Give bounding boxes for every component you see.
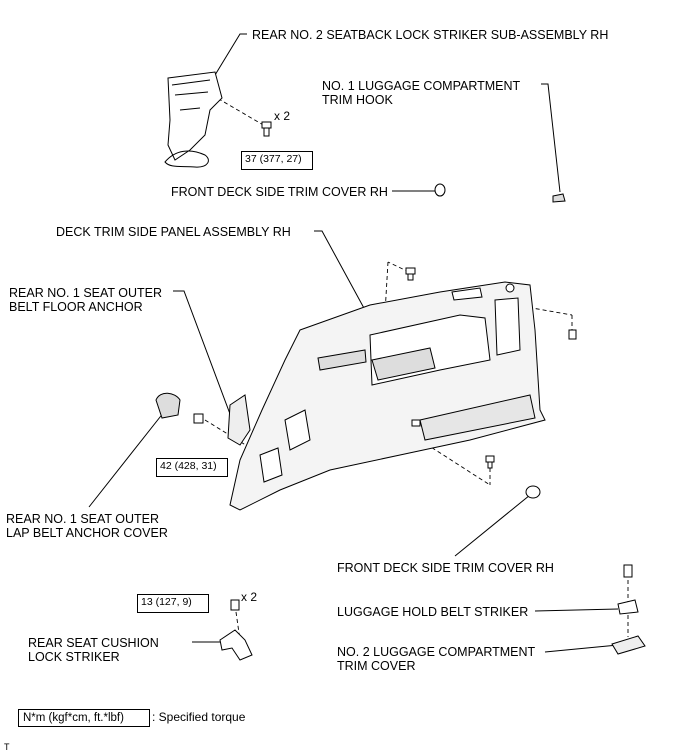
belt-floor-anchor-part [227, 394, 251, 446]
lap-belt-anchor-cover-part [155, 392, 181, 419]
cushion-lock-striker-part [219, 629, 253, 661]
trim-cover2-part [611, 635, 646, 655]
leader-belt-striker [534, 608, 619, 612]
leader-trim-cover2 [544, 644, 619, 653]
label-belt-anchor-line1: REAR NO. 1 SEAT OUTER [9, 286, 163, 300]
leader-front-cover-bottom [454, 494, 531, 557]
label-lap-cover-line1: REAR NO. 1 SEAT OUTER [6, 512, 160, 526]
torque-box-striker: 37 (377, 27) [241, 151, 313, 170]
label-belt-striker: LUGGAGE HOLD BELT STRIKER [337, 605, 529, 619]
leader-lap-cover [88, 411, 165, 508]
trim-hook-part [552, 193, 566, 203]
bolt-panel-top [405, 267, 416, 275]
leader-belt-anchor [173, 290, 237, 431]
deck-trim-side-panel [229, 281, 546, 511]
quantity-striker-bolts: x 2 [274, 109, 291, 123]
quantity-cushion-bolts: x 2 [241, 590, 258, 604]
bolt-anchor [193, 413, 204, 424]
seatback-lock-striker [164, 71, 223, 168]
label-trim-hook-line1: NO. 1 LUGGAGE COMPARTMENT [322, 79, 521, 93]
leader-deck-panel [314, 230, 366, 311]
torque-box-anchor: 42 (428, 31) [156, 458, 228, 477]
bolt-striker [261, 121, 272, 137]
leader-striker-sub-assembly [211, 33, 247, 81]
label-cushion-striker-line1: REAR SEAT CUSHION [28, 636, 159, 650]
label-trim-hook-line2: TRIM HOOK [322, 93, 393, 107]
bolt-cushion [230, 599, 240, 611]
bolt-panel-right [568, 329, 577, 340]
label-belt-anchor-line2: BELT FLOOR ANCHOR [9, 300, 143, 314]
figure-code: T [4, 742, 10, 752]
torque-box-cushion: 13 (127, 9) [137, 594, 209, 613]
bolt-panel-lower [485, 455, 495, 463]
legend-torque-unit: N*m (kgf*cm, ft.*lbf) [18, 709, 150, 727]
label-trim-cover2-line2: TRIM COVER [337, 659, 416, 673]
label-front-cover-top: FRONT DECK SIDE TRIM COVER RH [171, 185, 388, 199]
belt-striker-part [617, 599, 639, 615]
label-seatback-striker-sub-assembly: REAR NO. 2 SEATBACK LOCK STRIKER SUB-ASS… [252, 28, 609, 42]
label-trim-cover2-line1: NO. 2 LUGGAGE COMPARTMENT [337, 645, 536, 659]
label-front-cover-bottom: FRONT DECK SIDE TRIM COVER RH [337, 561, 554, 575]
bolt-belt-striker [623, 564, 633, 578]
label-lap-cover-line2: LAP BELT ANCHOR COVER [6, 526, 168, 540]
legend-torque-text: : Specified torque [152, 710, 246, 724]
front-cover-top-part [434, 183, 446, 197]
front-cover-bottom-part [525, 485, 541, 499]
leader-trim-hook [541, 83, 561, 193]
label-cushion-striker-line2: LOCK STRIKER [28, 650, 120, 664]
label-deck-panel: DECK TRIM SIDE PANEL ASSEMBLY RH [56, 225, 291, 239]
bolt-panel-center [411, 419, 421, 427]
